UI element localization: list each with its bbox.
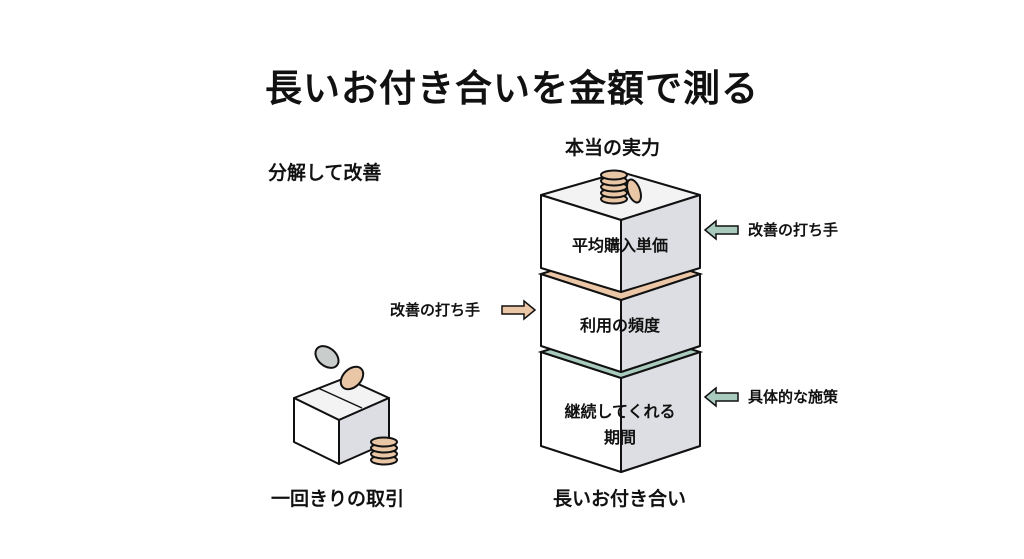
arrow-right-peach-icon xyxy=(501,299,537,321)
retention-label: 継続してくれる 期間 xyxy=(540,399,700,451)
coin-stack-large-icon xyxy=(600,169,642,205)
true-power-label: 本当の実力 xyxy=(565,137,661,159)
one-time-deal-label: 一回きりの取引 xyxy=(271,488,405,510)
annotation-concrete-measures: 具体的な施策 xyxy=(748,388,839,406)
arrow-left-green-icon xyxy=(703,386,739,408)
annotation-improvement-lever: 改善の打ち手 xyxy=(748,221,839,239)
coin-stack-small-icon xyxy=(370,436,398,466)
long-term-label: 長いお付き合い xyxy=(553,488,687,510)
diagram-title: 長いお付き合いを金額で測る xyxy=(265,67,759,110)
falling-coin-icon xyxy=(339,365,365,391)
stack-box-retention xyxy=(540,351,701,473)
avg-price-label: 平均購入単価 xyxy=(571,236,668,255)
arrow-left-green-icon xyxy=(703,219,739,241)
retention-label-line2: 期間 xyxy=(603,428,636,447)
stack-box-frequency xyxy=(540,273,701,373)
falling-coin-gray-icon xyxy=(314,345,340,369)
single-box xyxy=(293,377,390,465)
frequency-label: 利用の頻度 xyxy=(579,316,660,335)
annotation-improvement-lever: 改善の打ち手 xyxy=(390,301,481,319)
retention-label-line1: 継続してくれる xyxy=(564,402,676,421)
decompose-label: 分解して改善 xyxy=(268,162,382,184)
